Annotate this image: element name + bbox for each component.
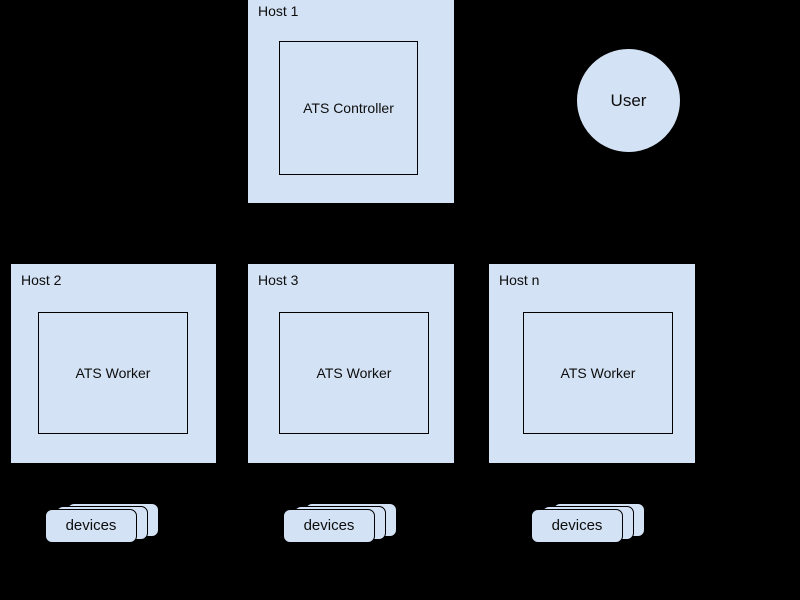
host-label-1: Host 1 [258,3,299,19]
component-label-ats-worker-1: ATS Worker [75,364,151,381]
devices-sheet-front[interactable]: devices [531,509,623,543]
host-label-n: Host n [499,272,540,288]
host-box-worker-2[interactable]: Host 3 ATS Worker [247,263,455,464]
host-label-3: Host 3 [258,272,299,288]
component-label-ats-worker-n: ATS Worker [560,364,636,381]
host-box-worker-1[interactable]: Host 2 ATS Worker [10,263,217,464]
actor-user[interactable]: User [576,48,681,153]
component-box-ats-worker-1[interactable]: ATS Worker [38,312,188,434]
component-label-ats-worker-2: ATS Worker [316,364,392,381]
host-label-2: Host 2 [21,272,62,288]
devices-label-n: devices [551,517,603,534]
devices-sheet-front[interactable]: devices [45,509,137,543]
devices-label-2: devices [303,517,355,534]
devices-stack-2[interactable]: devices [283,503,407,543]
devices-stack-1[interactable]: devices [45,503,169,543]
devices-stack-n[interactable]: devices [531,503,655,543]
devices-sheet-front[interactable]: devices [283,509,375,543]
component-box-ats-worker-2[interactable]: ATS Worker [279,312,429,434]
component-box-ats-controller[interactable]: ATS Controller [279,41,418,175]
devices-label-1: devices [65,517,117,534]
component-label-ats-controller: ATS Controller [303,99,394,116]
component-box-ats-worker-n[interactable]: ATS Worker [523,312,673,434]
host-box-worker-n[interactable]: Host n ATS Worker [488,263,696,464]
actor-user-label: User [610,90,647,110]
host-box-controller[interactable]: Host 1 ATS Controller [247,0,455,204]
